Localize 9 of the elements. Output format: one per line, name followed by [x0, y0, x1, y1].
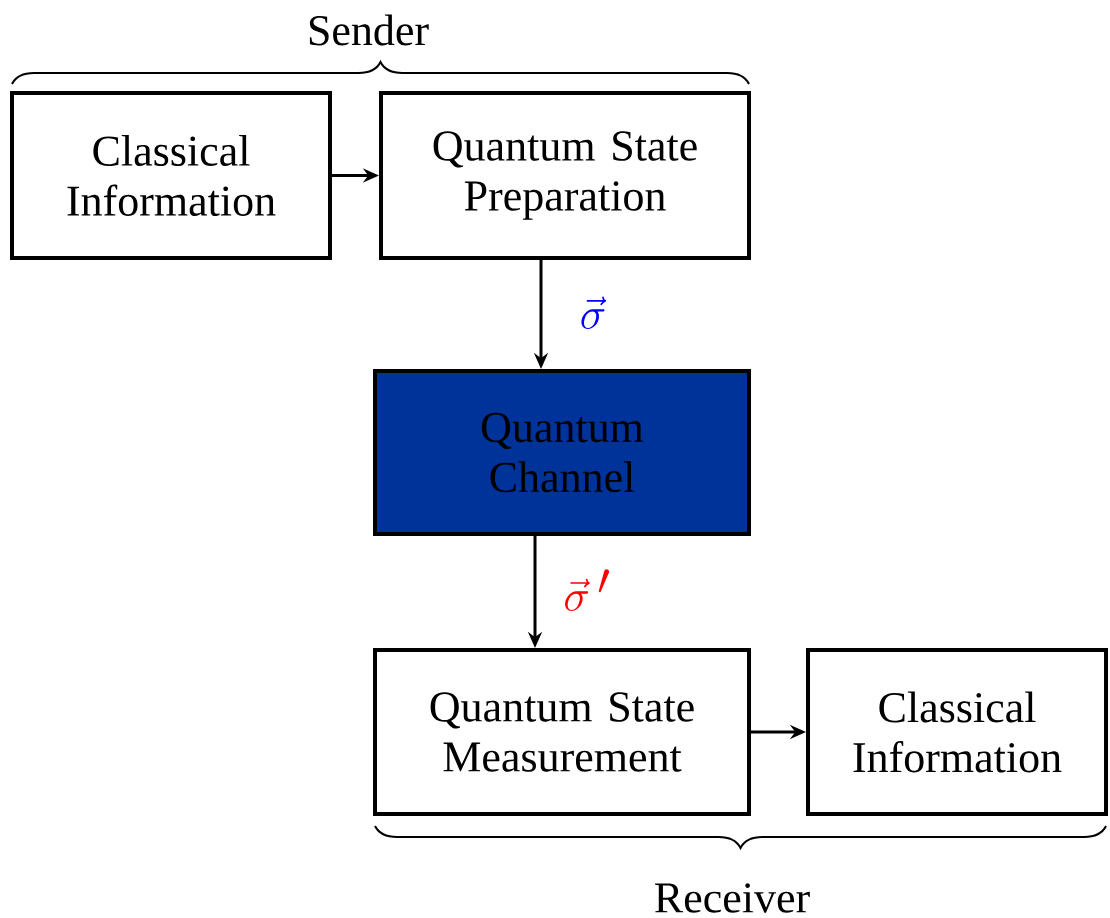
process-box: Quantum State Measurement [373, 648, 751, 816]
process-box: Classical Information [806, 648, 1108, 816]
edge-label: $\vec{\sigma}$ [581, 296, 607, 329]
channel-box: Quantum Channel [373, 369, 751, 536]
edge-label: $\vec{\sigma}\,'$ [565, 569, 610, 612]
process-box: Classical Information [10, 91, 332, 260]
group-label: Receiver [655, 883, 810, 913]
group-label: Sender [309, 14, 429, 46]
process-box: Quantum State Preparation [379, 91, 751, 260]
